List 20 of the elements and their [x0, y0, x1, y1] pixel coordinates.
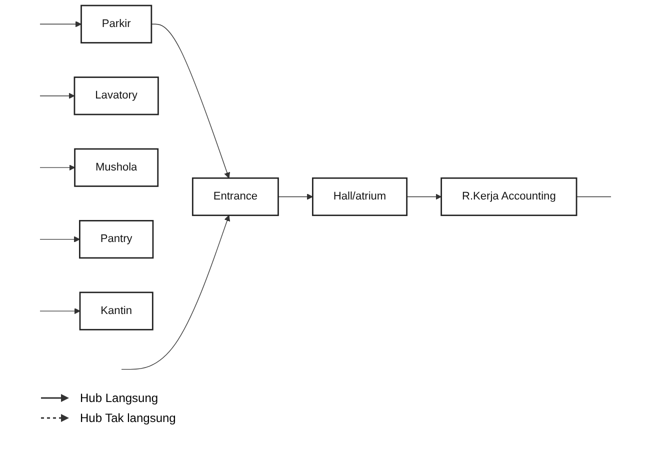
node-box: Kantin: [79, 292, 154, 330]
arrow: [40, 92, 75, 99]
legend-text: Hub Tak langsung: [80, 411, 176, 425]
node-box: R.Kerja Accounting: [440, 177, 578, 216]
arrow: [40, 164, 76, 171]
node-box: Parkir: [80, 4, 152, 44]
node-box: Mushola: [74, 148, 159, 187]
arrow: [278, 194, 313, 200]
arrow: [406, 194, 442, 200]
node-box: Lavatory: [74, 76, 159, 116]
arrow: [40, 21, 82, 28]
arrow: [151, 24, 230, 178]
arrow: [40, 308, 80, 314]
node-box: Hall/atrium: [312, 177, 408, 216]
arrow: [121, 215, 230, 370]
arrow: [40, 236, 80, 242]
node-box: Entrance: [192, 177, 279, 216]
connector: [576, 196, 612, 198]
node-box: Pantry: [79, 220, 154, 259]
legend-text: Hub Langsung: [80, 391, 158, 405]
